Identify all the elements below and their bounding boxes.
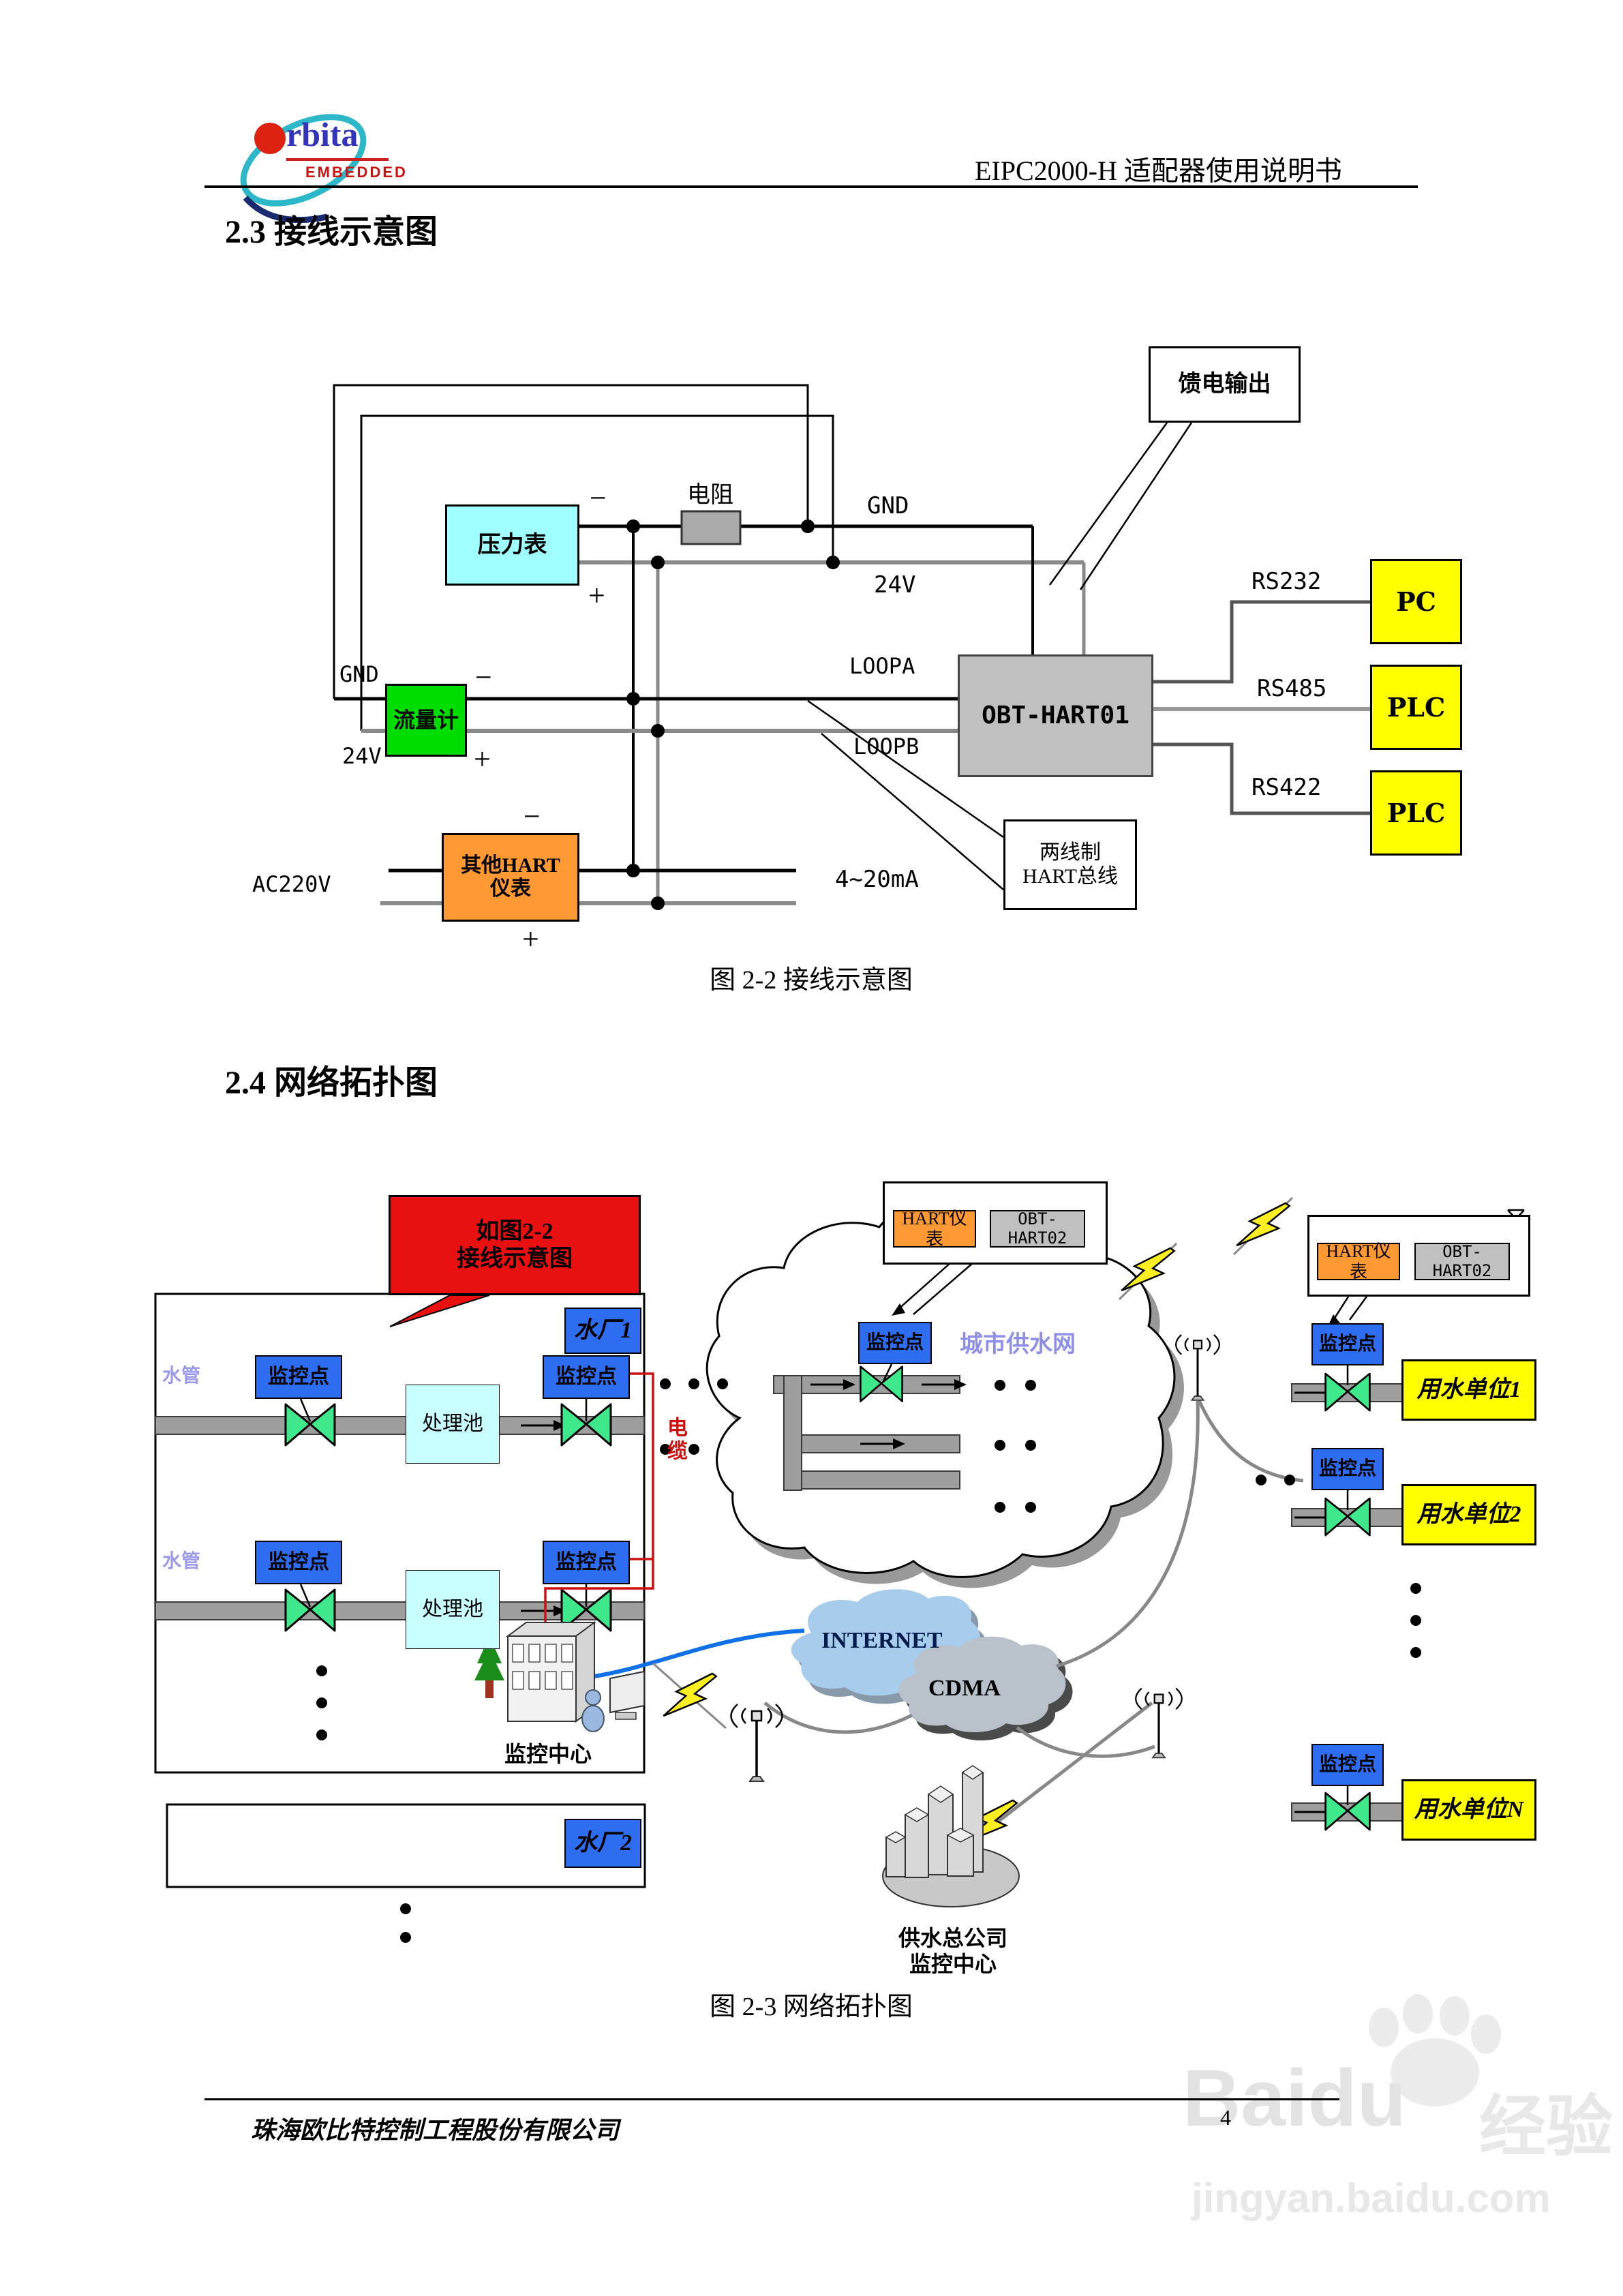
logo-swoosh-icon xyxy=(240,114,367,224)
monitor-center-label: 监控中心 xyxy=(504,1742,592,1766)
treatment-pool-box: 处理池 xyxy=(406,1385,500,1464)
page-number: 4 xyxy=(1220,2105,1231,2130)
monitor-point-box: 监控点 xyxy=(255,1541,342,1584)
internet-label: INTERNET xyxy=(821,1628,943,1653)
monitor-point-box: 监控点 xyxy=(1311,1323,1384,1365)
plant1-label: 水厂1 xyxy=(564,1308,641,1354)
doc-title: EIPC2000-H 适配器使用说明书 xyxy=(975,155,1342,186)
two-wire-callout: 两线制 HART总线 xyxy=(1003,819,1137,910)
continuation-dots xyxy=(316,1378,1421,1943)
loopa-label: LOOPA xyxy=(849,653,915,679)
fig23-caption: 图 2-3 网络拓扑图 xyxy=(710,1993,913,2021)
pc-box: PC xyxy=(1370,559,1462,644)
v24-top-label: 24V xyxy=(874,571,916,599)
rs422-label: RS422 xyxy=(1252,774,1322,801)
other-hart-box: 其他HART 仪表 xyxy=(442,833,579,922)
monitor-point-box: 监控点 xyxy=(1311,1448,1384,1490)
wireless-bolt-icon xyxy=(652,1191,1294,1858)
user2-box: 用水单位2 xyxy=(1401,1484,1536,1545)
monitor-point-box: 监控点 xyxy=(543,1541,630,1584)
red-callout-tail xyxy=(389,1295,490,1327)
ma420-label: 4~20mA xyxy=(835,866,919,893)
section-title-24: 2.4 网络拓扑图 xyxy=(225,1065,438,1101)
baidu-paw-toe-icon xyxy=(1403,1994,1433,2034)
pressure-minus: − xyxy=(590,481,607,515)
hart-meter-box-mid: HART仪表 xyxy=(893,1209,976,1249)
antenna-icon xyxy=(1134,1687,1183,1759)
cable-line xyxy=(544,1372,654,1631)
baidu-paw-toe-icon xyxy=(1369,2008,1399,2047)
baidu-paw-icon xyxy=(1391,2038,1479,2106)
monitor-point-box: 监控点 xyxy=(858,1322,932,1364)
hart-meter-box-right: HART仪表 xyxy=(1317,1241,1400,1282)
baidu-paw-toe-icon xyxy=(1471,2014,1501,2054)
loopb-label: LOOPB xyxy=(853,734,920,759)
fig22-wiring xyxy=(333,384,1370,910)
monitor-center-illustration xyxy=(474,1621,645,1732)
hq-illustration xyxy=(882,1765,1020,1907)
cable-label: 电缆 xyxy=(664,1417,686,1463)
flow-plus: + xyxy=(474,742,491,776)
gnd-top-label: GND xyxy=(867,492,909,519)
obt-hart02-box-mid: OBT-HART02 xyxy=(990,1209,1085,1248)
obt-hart01-box: OBT-HART01 xyxy=(958,654,1153,777)
footer-company: 珠海欧比特控制工程股份有限公司 xyxy=(251,2117,620,2144)
monitor-point-box: 监控点 xyxy=(543,1355,630,1399)
monitor-point-box: 监控点 xyxy=(1311,1744,1384,1786)
monitor-point-box: 监控点 xyxy=(255,1355,342,1399)
rs232-label: RS232 xyxy=(1252,568,1322,595)
antenna-icon xyxy=(729,1703,784,1783)
water-pipe-label: 水管 xyxy=(162,1365,201,1387)
section-title-23: 2.3 接线示意图 xyxy=(225,214,438,250)
logo-subtext: EMBEDDED xyxy=(305,164,408,181)
treatment-pool-box: 处理池 xyxy=(406,1570,500,1649)
footer-rule xyxy=(204,2098,1339,2100)
feed-output-callout: 馈电输出 xyxy=(1149,346,1301,423)
plc2-box: PLC xyxy=(1370,770,1462,856)
city-network-label: 城市供水网 xyxy=(960,1332,1076,1357)
v24-left-label: 24V xyxy=(342,743,382,769)
gnd-left-label: GND xyxy=(339,661,379,687)
header-rule xyxy=(204,185,1418,188)
resistor-label: 电阻 xyxy=(687,483,733,508)
logo-underline xyxy=(286,158,389,161)
plc1-box: PLC xyxy=(1370,665,1462,750)
cdma-label: CDMA xyxy=(928,1676,1001,1701)
flow-meter-box: 流量计 xyxy=(385,684,467,757)
water-pipe-label: 水管 xyxy=(162,1551,201,1572)
ac220v-label: AC220V xyxy=(252,871,331,897)
fig22-caption: 图 2-2 接线示意图 xyxy=(710,966,913,995)
hq-label-line1: 供水总公司 xyxy=(898,1926,1007,1950)
obt-hart02-box-right: OBT-HART02 xyxy=(1414,1242,1510,1280)
logo-text: rbita xyxy=(286,115,359,153)
pressure-plus: + xyxy=(588,579,605,612)
user1-box: 用水单位1 xyxy=(1401,1359,1536,1421)
flow-minus: − xyxy=(475,661,492,694)
hq-label-line2: 监控中心 xyxy=(909,1952,997,1976)
fig23-topology xyxy=(154,1185,1525,1943)
rs485-label: RS485 xyxy=(1257,675,1327,702)
plant2-label: 水厂2 xyxy=(564,1819,641,1868)
watermark-brand-cn: 经验 xyxy=(1479,2089,1613,2164)
cdma-cloud xyxy=(898,1636,1073,1741)
other-minus: − xyxy=(524,800,541,833)
watermark-site: jingyan.baidu.com xyxy=(1192,2175,1551,2221)
internet-link-line xyxy=(580,1629,805,1680)
baidu-paw-toe-icon xyxy=(1440,1996,1470,2036)
userN-box: 用水单位N xyxy=(1401,1779,1536,1841)
other-plus: + xyxy=(522,922,539,956)
pressure-gauge-box: 压力表 xyxy=(445,504,579,586)
red-reference-callout: 如图2-2 接线示意图 xyxy=(389,1195,641,1295)
